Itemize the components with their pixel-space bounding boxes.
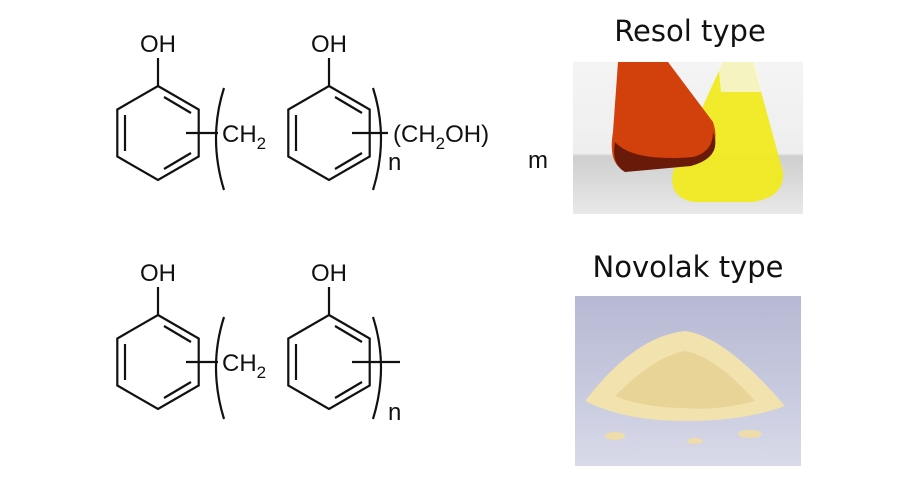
methylol-group: (CH2OH) [393, 121, 489, 153]
paren-open [214, 87, 226, 191]
paren-close [371, 87, 383, 191]
novolak-title: Novolak type [592, 250, 784, 284]
repeat-n: n [388, 399, 401, 426]
resol-flasks-photo [573, 62, 803, 214]
repeat-n: n [388, 149, 401, 176]
oh-label: OH [140, 31, 176, 58]
repeat-m: m [528, 147, 548, 174]
ch2-label: CH2 [222, 121, 266, 153]
ch2-label: CH2 [222, 350, 266, 382]
novolak-structure: OH OH CH2 n [116, 260, 401, 426]
resol-structure: OH OH CH2 n (CH2OH) m [116, 31, 548, 191]
oh-label: OH [311, 31, 347, 58]
paren-close [371, 316, 383, 420]
paren-open [214, 316, 226, 420]
oh-label: OH [311, 260, 347, 287]
resol-title: Resol type [614, 14, 766, 48]
novolak-flakes-photo [575, 296, 801, 466]
oh-label: OH [140, 260, 176, 287]
